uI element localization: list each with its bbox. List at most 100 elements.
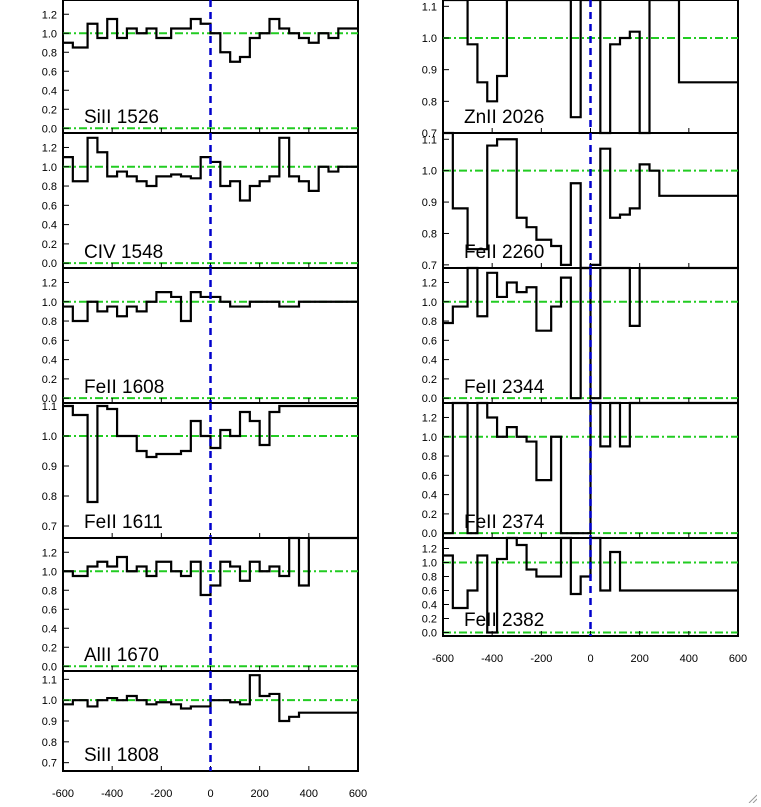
panel-label: FeII 1608 bbox=[84, 377, 164, 398]
spectrum-series bbox=[443, 0, 738, 135]
y-tick-label: 0.8 bbox=[422, 228, 437, 240]
y-tick-label: 0.0 bbox=[42, 258, 57, 270]
y-tick-label: 1.0 bbox=[422, 432, 437, 444]
y-tick-label: 0.0 bbox=[42, 661, 57, 673]
x-tick-label: -200 bbox=[150, 788, 172, 800]
y-tick-label: 1.2 bbox=[422, 412, 437, 424]
spectrum-series bbox=[63, 536, 358, 597]
y-tick-label: 0.8 bbox=[42, 737, 57, 749]
y-tick-label: 0.8 bbox=[42, 316, 57, 328]
y-tick-label: 1.2 bbox=[42, 547, 57, 559]
x-tick-label: 600 bbox=[349, 788, 367, 800]
y-tick-label: 1.0 bbox=[422, 166, 437, 178]
y-tick-label: 0.7 bbox=[422, 260, 437, 272]
y-tick-label: 0.8 bbox=[42, 47, 57, 59]
x-tick-label: 600 bbox=[729, 653, 747, 665]
y-tick-label: 0.2 bbox=[422, 509, 437, 521]
y-tick-label: 1.0 bbox=[42, 431, 57, 443]
spectrum-series bbox=[63, 674, 358, 723]
y-tick-label: 0.0 bbox=[422, 393, 437, 405]
y-tick-label: 0.4 bbox=[422, 355, 437, 367]
y-tick-label: 1.2 bbox=[42, 277, 57, 289]
x-tick-label: 200 bbox=[630, 653, 648, 665]
y-tick-label: 0.2 bbox=[42, 642, 57, 654]
panel-label: FeII 2382 bbox=[464, 610, 544, 631]
y-tick-label: 0.8 bbox=[422, 572, 437, 584]
y-tick-label: 0.6 bbox=[42, 604, 57, 616]
x-tick-label: 400 bbox=[300, 788, 318, 800]
y-tick-label: 0.6 bbox=[42, 66, 57, 78]
y-tick-label: 1.0 bbox=[42, 162, 57, 174]
y-tick-label: 0.7 bbox=[42, 521, 57, 533]
x-tick-label: -400 bbox=[101, 788, 123, 800]
y-tick-label: 1.0 bbox=[42, 297, 57, 309]
y-tick-label: 1.0 bbox=[42, 695, 57, 707]
y-tick-label: 0.2 bbox=[42, 374, 57, 386]
y-tick-label: 1.2 bbox=[42, 9, 57, 21]
y-tick-label: 0.9 bbox=[42, 461, 57, 473]
x-tick-label: -600 bbox=[432, 653, 454, 665]
y-tick-label: 0.8 bbox=[42, 491, 57, 503]
y-tick-label: 1.0 bbox=[422, 33, 437, 45]
y-tick-label: 1.1 bbox=[42, 674, 57, 686]
y-tick-label: 0.6 bbox=[422, 586, 437, 598]
y-tick-label: 1.1 bbox=[42, 401, 57, 413]
spectrum-series bbox=[443, 266, 738, 400]
panel-label: SiII 1526 bbox=[84, 107, 159, 128]
panel-label: CIV 1548 bbox=[84, 242, 163, 263]
y-tick-label: 1.2 bbox=[42, 142, 57, 154]
y-tick-label: 0.6 bbox=[422, 470, 437, 482]
x-tick-label: 0 bbox=[587, 653, 593, 665]
y-tick-label: 0.4 bbox=[42, 220, 57, 232]
y-tick-label: 0.4 bbox=[42, 623, 57, 635]
y-tick-label: 1.2 bbox=[422, 277, 437, 289]
y-tick-label: 1.0 bbox=[422, 297, 437, 309]
panel-label: FeII 2344 bbox=[464, 377, 545, 398]
y-tick-label: 0.2 bbox=[42, 104, 57, 116]
y-tick-label: 0.2 bbox=[42, 239, 57, 251]
y-tick-label: 0.4 bbox=[422, 490, 437, 502]
y-tick-label: 0.7 bbox=[42, 758, 57, 770]
x-tick-label: -200 bbox=[530, 653, 552, 665]
spectrum-series bbox=[63, 291, 358, 323]
y-tick-label: 0.4 bbox=[42, 355, 57, 367]
y-tick-label: 0.6 bbox=[42, 335, 57, 347]
y-tick-label: 0.2 bbox=[422, 374, 437, 386]
panel-label: FeII 1611 bbox=[84, 512, 163, 533]
y-tick-label: 1.2 bbox=[422, 544, 437, 556]
spectrum-series bbox=[63, 404, 358, 504]
panel-label: SiII 1808 bbox=[84, 745, 159, 766]
y-tick-label: 0.4 bbox=[422, 600, 437, 612]
y-tick-label: 0.4 bbox=[42, 85, 57, 97]
y-tick-label: 1.1 bbox=[422, 1, 437, 13]
panel-label: AlII 1670 bbox=[84, 645, 159, 666]
y-tick-label: 0.6 bbox=[422, 335, 437, 347]
panel-label: FeII 2374 bbox=[464, 512, 545, 533]
x-tick-label: 200 bbox=[250, 788, 268, 800]
y-tick-label: 0.8 bbox=[42, 585, 57, 597]
x-tick-label: -400 bbox=[481, 653, 503, 665]
spectrum-series bbox=[443, 401, 738, 535]
y-tick-label: 0.0 bbox=[422, 528, 437, 540]
y-tick-label: 1.1 bbox=[422, 134, 437, 146]
y-tick-label: 0.8 bbox=[422, 451, 437, 463]
resize-grip-icon[interactable] bbox=[747, 793, 757, 803]
y-tick-label: 0.6 bbox=[42, 200, 57, 212]
x-tick-label: 0 bbox=[207, 788, 213, 800]
y-tick-label: 1.0 bbox=[42, 566, 57, 578]
y-tick-label: 0.9 bbox=[422, 197, 437, 209]
y-tick-label: 0.9 bbox=[42, 716, 57, 728]
y-tick-label: 0.0 bbox=[42, 123, 57, 135]
y-tick-label: 0.7 bbox=[422, 128, 437, 140]
y-tick-label: 1.0 bbox=[42, 28, 57, 40]
